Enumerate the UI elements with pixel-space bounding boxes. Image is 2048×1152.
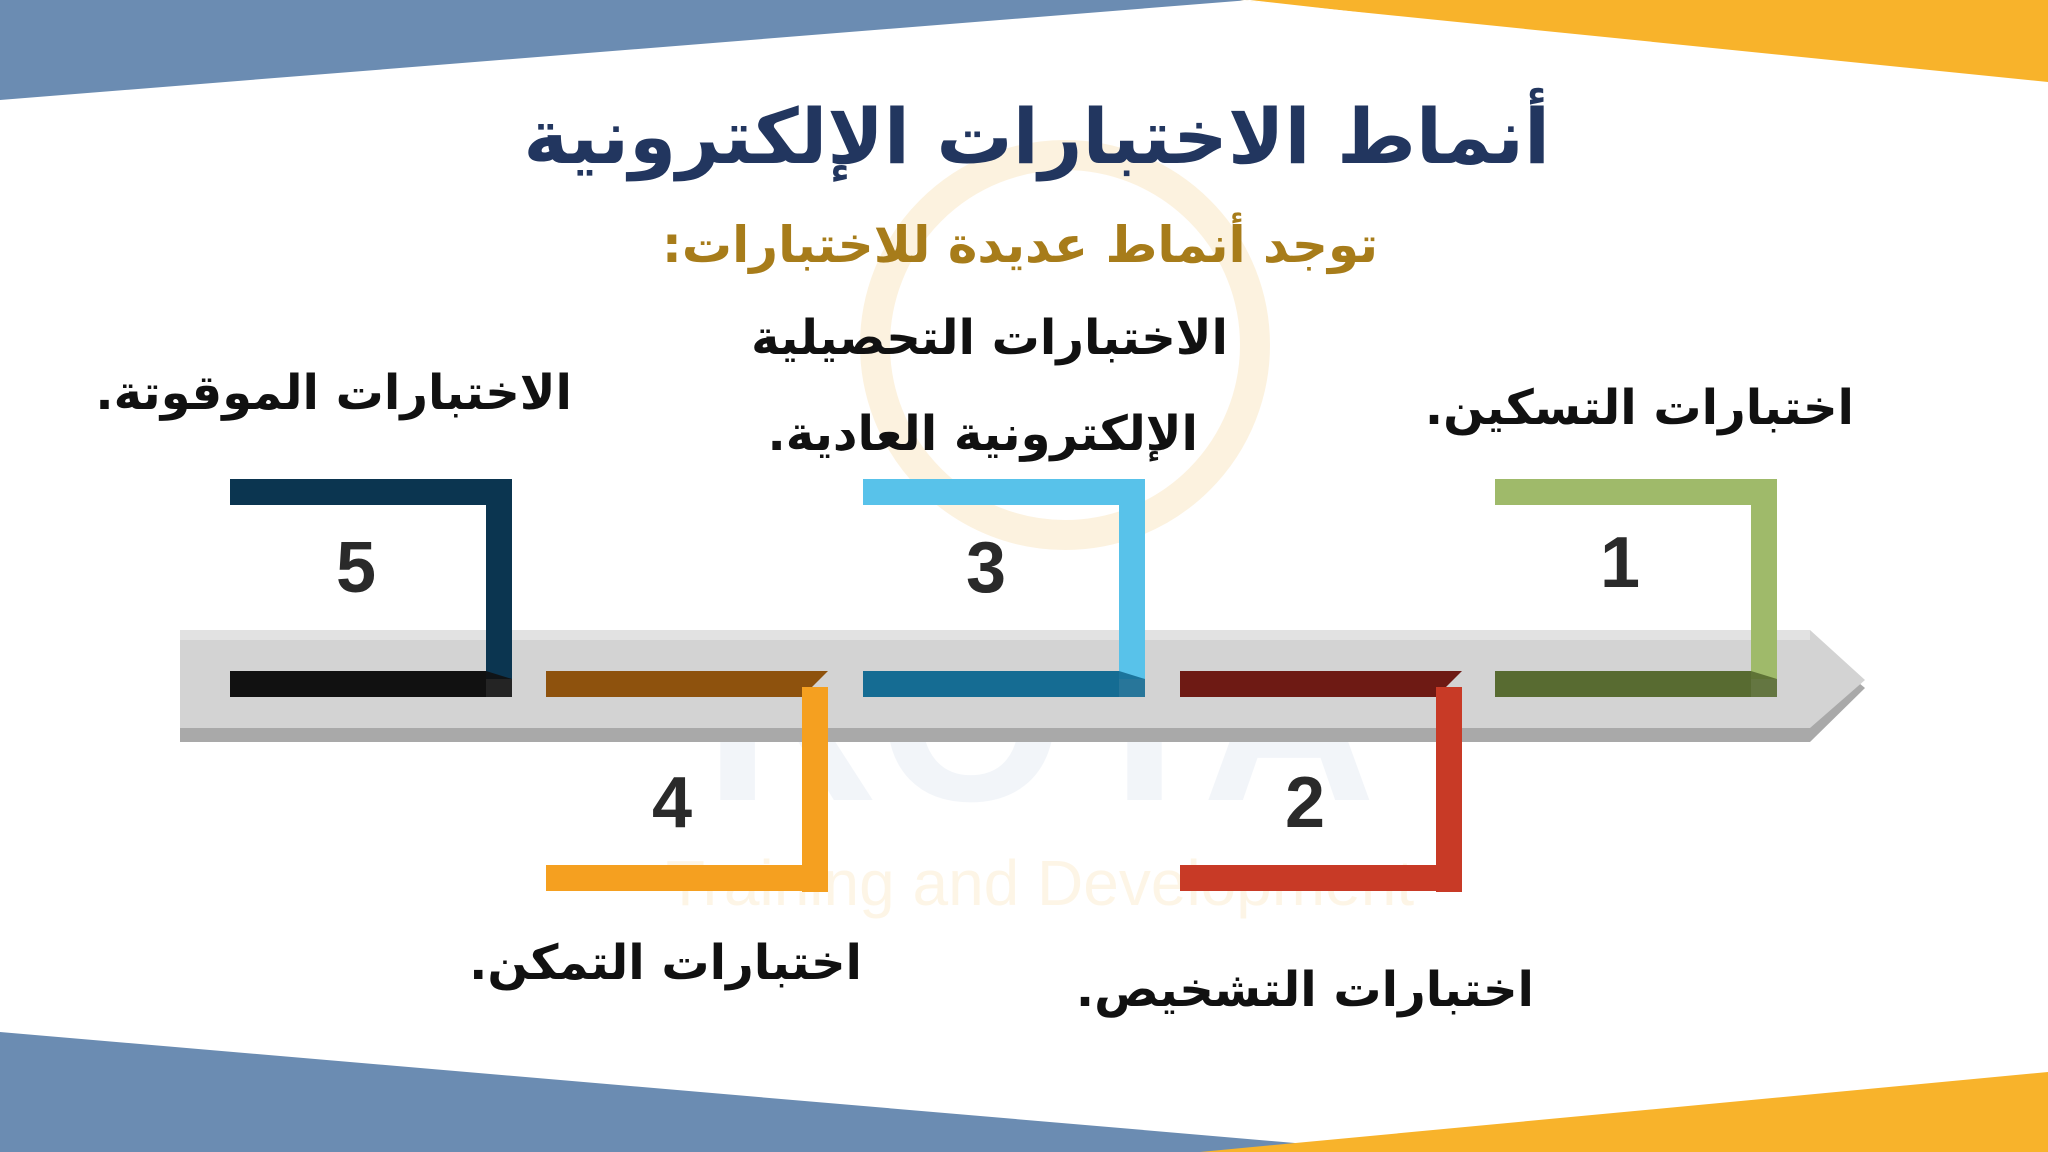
bracket-side-bar [1119, 479, 1145, 679]
step-1-number: 1 [1599, 523, 1641, 603]
step-3-number: 3 [965, 528, 1007, 608]
slide-subtitle: توجد أنماط عديدة للاختبارات: [661, 216, 1379, 274]
step-3-label: الاختبارات التحصيلية الإلكترونية العادية… [751, 290, 1228, 482]
step-4-number: 4 [651, 763, 693, 843]
step-1-label: اختبارات التسكين. [1425, 380, 1854, 436]
slide-title: أنماط الاختبارات الإلكترونية [523, 92, 1550, 181]
bracket-top-bar [546, 671, 802, 697]
bracket-top-bar [1495, 479, 1777, 505]
step-1-bracket [1495, 479, 1777, 697]
step-3-label-line-2: الإلكترونية العادية. [767, 406, 1198, 462]
step-4-bracket [546, 671, 828, 892]
bracket-bottom-bar [230, 671, 486, 697]
step-5-label-line: الاختبارات الموقوتة. [95, 365, 572, 421]
bracket-side-bar [802, 687, 828, 892]
bracket-bottom-bar [863, 671, 1119, 697]
bracket-side-bar [1436, 687, 1462, 892]
step-2-label: اختبارات التشخيص. [1076, 962, 1534, 1018]
top-mid-white-wedge [1240, 0, 1500, 28]
step-1-label-line: اختبارات التسكين. [1424, 380, 1854, 436]
bracket-fold [486, 671, 512, 697]
bottom-left-blue-band [0, 1032, 1400, 1152]
top-left-blue-band [0, 0, 1250, 100]
bracket-fold [1119, 671, 1145, 697]
bracket-side-bar [1751, 479, 1777, 679]
step-5-number: 5 [335, 528, 377, 608]
bracket-bottom-bar [1180, 865, 1462, 891]
step-3-bracket [863, 479, 1145, 697]
step-4-label: اختبارات التمكن. [469, 935, 862, 991]
bottom-right-gold-band [1200, 1072, 2048, 1152]
bracket-bottom-bar [1495, 671, 1751, 697]
watermark-circle [860, 140, 1270, 550]
bracket-side-bar [486, 479, 512, 679]
bracket-top-bar [230, 479, 512, 505]
step-3-label-line-1: الاختبارات التحصيلية [751, 310, 1228, 366]
bracket-bottom-bar [546, 865, 828, 891]
step-4-label-line: اختبارات التمكن. [469, 935, 862, 991]
top-right-gold-band [1240, 0, 2048, 82]
bracket-top-bar [1180, 671, 1436, 697]
bracket-top-bar [863, 479, 1145, 505]
timeline-arrow-top-edge [180, 630, 1810, 640]
step-5-label: الاختبارات الموقوتة. [95, 365, 572, 421]
step-5-bracket [230, 479, 512, 697]
step-2-bracket [1180, 671, 1462, 892]
bracket-fold [1751, 671, 1777, 697]
step-2-label-line: اختبارات التشخيص. [1075, 962, 1534, 1018]
step-2-number: 2 [1284, 763, 1326, 843]
